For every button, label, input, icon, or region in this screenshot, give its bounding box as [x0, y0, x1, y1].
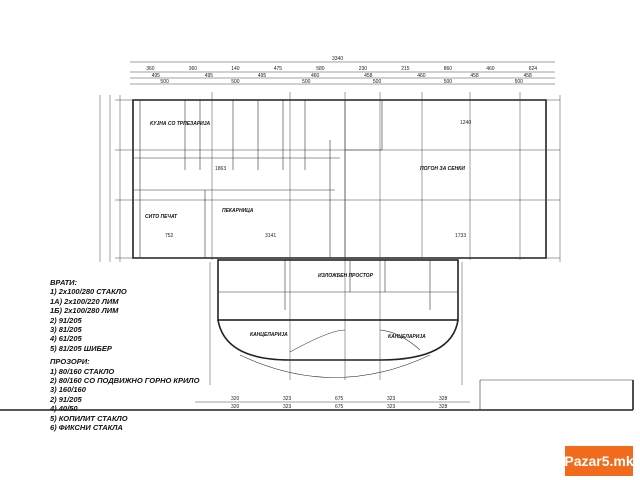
window-item: 3) 160/160: [50, 385, 86, 395]
room-label: ИЗЛОЖБЕН ПРОСТОР: [318, 273, 374, 279]
door-item: 1) 2x100/280 СТАКЛО: [50, 287, 127, 297]
door-item: 1А) 2x100/220 ЛИМ: [50, 296, 119, 306]
top-dimension: 458: [364, 73, 373, 79]
top-dimension: 458: [523, 73, 532, 79]
watermark-text: Pazar5.mk: [564, 453, 634, 469]
top-dimension: 500: [515, 79, 524, 85]
top-dimension-lines: 3340: [130, 56, 555, 85]
door-item: 4) 61/205: [50, 334, 82, 344]
door-item: 3) 81/205: [50, 325, 82, 335]
side-dimension-lines: [99, 95, 561, 385]
top-dimension: 230: [359, 66, 368, 72]
top-dimension: 580: [316, 66, 325, 72]
watermark-logo: Pazar5.mk: [564, 446, 634, 476]
window-item: 2) 80/160 СО ПОДВИЖНО ГОРНО КРИЛО: [50, 376, 200, 386]
window-item: 2) 91/205: [50, 394, 82, 404]
bottom-dimension: 323: [387, 396, 396, 402]
inner-dimension: 752: [165, 233, 174, 239]
inner-dimension: 3141: [265, 233, 276, 239]
window-item: 1) 80/160 СТАКЛО: [50, 366, 115, 376]
room-label: КАНЦЕЛАРИЈА: [388, 334, 426, 340]
windows-title: ПРОЗОРИ:: [50, 357, 90, 367]
window-item: 5) КОПИЛИТ СТАКЛО: [50, 413, 128, 423]
inner-dimension: 1240: [460, 120, 471, 126]
top-dimension: 500: [231, 79, 240, 85]
axis-grid: [115, 92, 560, 380]
title-block: [0, 379, 634, 411]
bottom-dimension: 323: [283, 404, 292, 410]
top-dimension: 860: [444, 66, 453, 72]
top-dimension: 624: [529, 66, 538, 72]
top-dimension: 460: [417, 73, 426, 79]
bottom-dimension: 675: [335, 396, 344, 402]
door-item: 5) 81/205 ШИБЕР: [50, 343, 112, 353]
bottom-bay: [195, 259, 470, 411]
overall-dimension: 3340: [332, 56, 343, 62]
top-dimension: 495: [205, 73, 214, 79]
room-label: СИТО ПЕЧАТ: [145, 214, 178, 220]
legend: ВРАТИ: 1) 2x100/280 СТАКЛО 1А) 2x100/220…: [50, 278, 199, 433]
top-dimension: 500: [302, 79, 311, 85]
top-dimension: 140: [231, 66, 240, 72]
room-label: ПОГОН ЗА СЕНКИ: [420, 166, 465, 172]
inner-dimension: 1733: [455, 233, 466, 239]
interior-walls: [133, 100, 383, 260]
top-dimension: 215: [401, 66, 410, 72]
room-label: ПЕКАРНИЦА: [222, 208, 254, 214]
top-dimension: 500: [373, 79, 382, 85]
top-dimension: 360: [189, 66, 198, 72]
bottom-dimension: 320: [231, 404, 240, 410]
window-item: 4) 40/50: [50, 404, 78, 414]
bottom-dimension: 323: [283, 396, 292, 402]
door-item: 1Б) 2x100/280 ЛИМ: [50, 306, 119, 316]
top-dimension: 360: [146, 66, 155, 72]
room-label: КУЈНА СО ТРПЕЗАРИЈА: [150, 121, 211, 127]
top-dimension: 500: [444, 79, 453, 85]
bottom-dimension: 675: [335, 404, 344, 410]
room-label: КАНЦЕЛАРИЈА: [250, 332, 288, 338]
door-item: 2) 91/205: [50, 315, 82, 325]
bottom-dimension: 328: [439, 396, 448, 402]
top-dimension: 475: [274, 66, 283, 72]
top-dimension: 458: [470, 73, 479, 79]
bottom-dimension: 328: [439, 404, 448, 410]
top-dimension: 495: [258, 73, 267, 79]
top-dimension: 500: [160, 79, 169, 85]
inner-dimension: 1863: [215, 166, 226, 172]
top-dimension: 495: [152, 73, 161, 79]
bottom-dimension: 323: [387, 404, 396, 410]
top-dimension: 460: [311, 73, 320, 79]
window-item: 6) ФИКСНИ СТАКЛА: [50, 423, 123, 433]
bottom-dimension: 320: [231, 396, 240, 402]
doors-title: ВРАТИ:: [50, 278, 78, 287]
top-dimension: 460: [486, 66, 495, 72]
